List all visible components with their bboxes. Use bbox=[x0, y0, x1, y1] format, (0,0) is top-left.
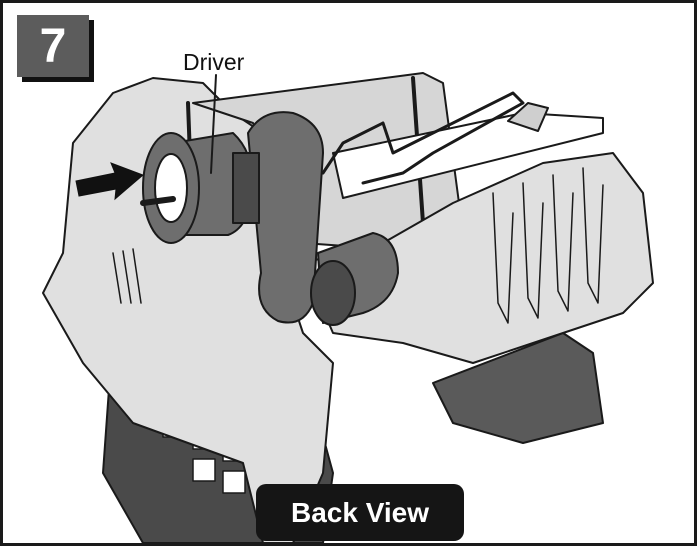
motor-end-cap bbox=[311, 261, 355, 325]
driver-flange-inner bbox=[155, 154, 187, 222]
view-caption: Back View bbox=[256, 484, 464, 541]
driver-callout-label: Driver bbox=[183, 49, 244, 76]
printer-back-view-illustration bbox=[3, 3, 694, 543]
driver-shaft bbox=[143, 199, 173, 203]
step-number-badge: 7 bbox=[17, 15, 89, 77]
driver-gear-teeth bbox=[233, 153, 259, 223]
